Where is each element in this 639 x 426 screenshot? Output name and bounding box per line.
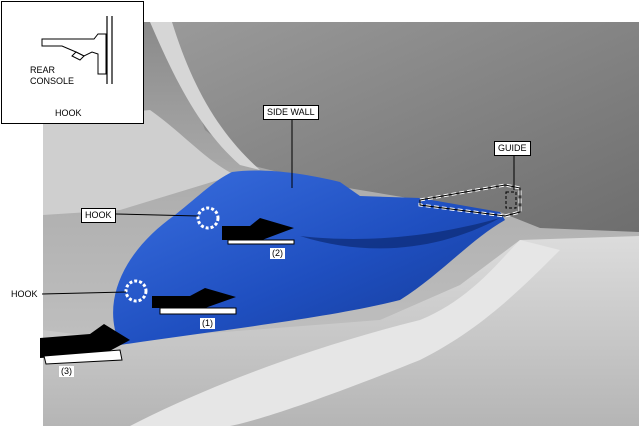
inset-caption: HOOK <box>55 108 82 118</box>
inset-label-console: CONSOLE <box>30 76 75 86</box>
hook-lower-label: HOOK <box>11 289 38 299</box>
console-bulge <box>130 240 560 426</box>
step-2-number: (2) <box>270 248 285 259</box>
hook-detail-inset: REAR CONSOLE HOOK <box>1 1 144 124</box>
left-trim-panel <box>43 110 235 215</box>
side-wall-crease <box>300 218 500 249</box>
rear-console-hook-sketch <box>41 16 113 84</box>
hook-upper-marker <box>196 206 220 230</box>
side-wall-label: SIDE WALL <box>263 105 319 120</box>
step-2-arrow <box>222 218 295 245</box>
upper-interior-panel <box>165 22 639 232</box>
trim-edge <box>150 22 260 170</box>
hook-upper-label: HOOK <box>81 208 116 223</box>
hook-lower-leader <box>41 291 127 295</box>
guide-outline-inner <box>419 184 521 217</box>
hook-lower-marker <box>124 279 148 303</box>
hook-upper-leader <box>115 213 199 217</box>
step-1-arrow <box>152 288 237 315</box>
guide-label: GUIDE <box>494 141 531 156</box>
step-3-number: (3) <box>59 366 74 377</box>
step-1-number: (1) <box>200 318 215 329</box>
inset-label-rear: REAR <box>30 65 56 75</box>
guide-slot <box>505 191 517 209</box>
step-3-arrow <box>40 324 130 365</box>
